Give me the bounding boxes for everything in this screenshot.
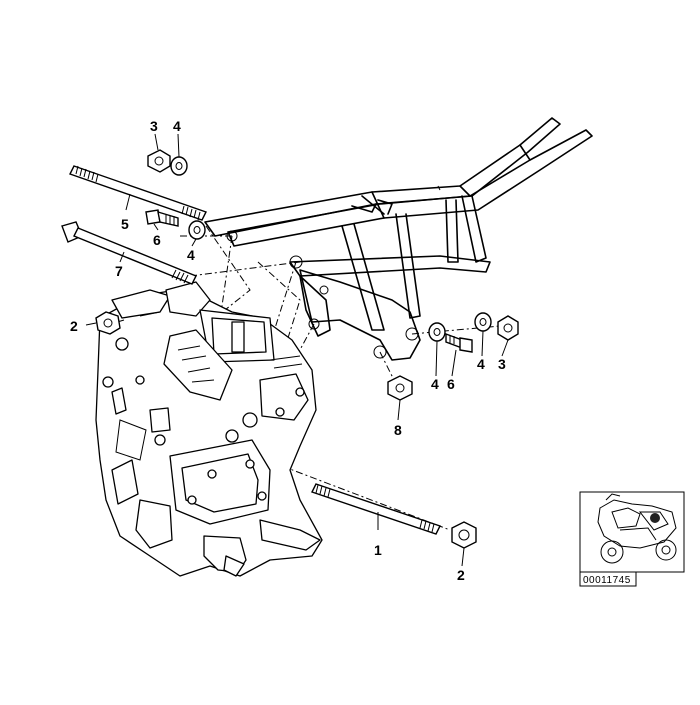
callout-5: 5 bbox=[121, 216, 129, 232]
callout-6-left: 6 bbox=[153, 232, 161, 248]
callout-2-left: 2 bbox=[70, 318, 78, 334]
callout-4-top: 4 bbox=[173, 118, 181, 134]
part-4-washer-mid[interactable] bbox=[188, 220, 206, 240]
part-4-washer-right-b[interactable] bbox=[474, 312, 492, 332]
part-7-bolt[interactable] bbox=[61, 221, 197, 285]
callout-4-mid: 4 bbox=[187, 247, 195, 263]
callout-labels: 1 2 2 3 3 4 4 4 4 5 6 6 7 8 bbox=[70, 118, 506, 583]
callout-6-right: 6 bbox=[447, 376, 455, 392]
callout-3-top: 3 bbox=[150, 118, 158, 134]
callout-4-right-b: 4 bbox=[477, 356, 485, 372]
callout-2-bottom: 2 bbox=[457, 567, 465, 583]
motorcycle-frame bbox=[204, 117, 593, 361]
callout-8: 8 bbox=[394, 422, 402, 438]
part-1-stud[interactable] bbox=[311, 483, 441, 535]
part-5-stud[interactable] bbox=[69, 165, 207, 221]
motorcycle-thumbnail-icon bbox=[597, 493, 677, 564]
leader-lines bbox=[85, 133, 509, 567]
part-2-nut-bottom[interactable] bbox=[451, 521, 477, 549]
part-4-washer-right-a[interactable] bbox=[428, 322, 446, 342]
thumbnail-box[interactable]: 00011745 bbox=[579, 491, 685, 587]
callout-3-right: 3 bbox=[498, 356, 506, 372]
part-3-nut-right[interactable] bbox=[497, 315, 519, 341]
catalog-number: 00011745 bbox=[583, 575, 631, 586]
callout-7: 7 bbox=[115, 263, 123, 279]
part-4-washer-top[interactable] bbox=[170, 156, 188, 176]
engine-block bbox=[95, 281, 323, 577]
part-8-nut[interactable] bbox=[387, 375, 413, 401]
part-6-bolt-left[interactable] bbox=[145, 209, 179, 227]
part-6-bolt-right[interactable] bbox=[445, 332, 473, 353]
part-3-nut-top[interactable] bbox=[147, 149, 171, 173]
callout-4-right-a: 4 bbox=[431, 376, 439, 392]
callout-1: 1 bbox=[374, 542, 382, 558]
part-2-nut-left[interactable] bbox=[95, 311, 121, 335]
